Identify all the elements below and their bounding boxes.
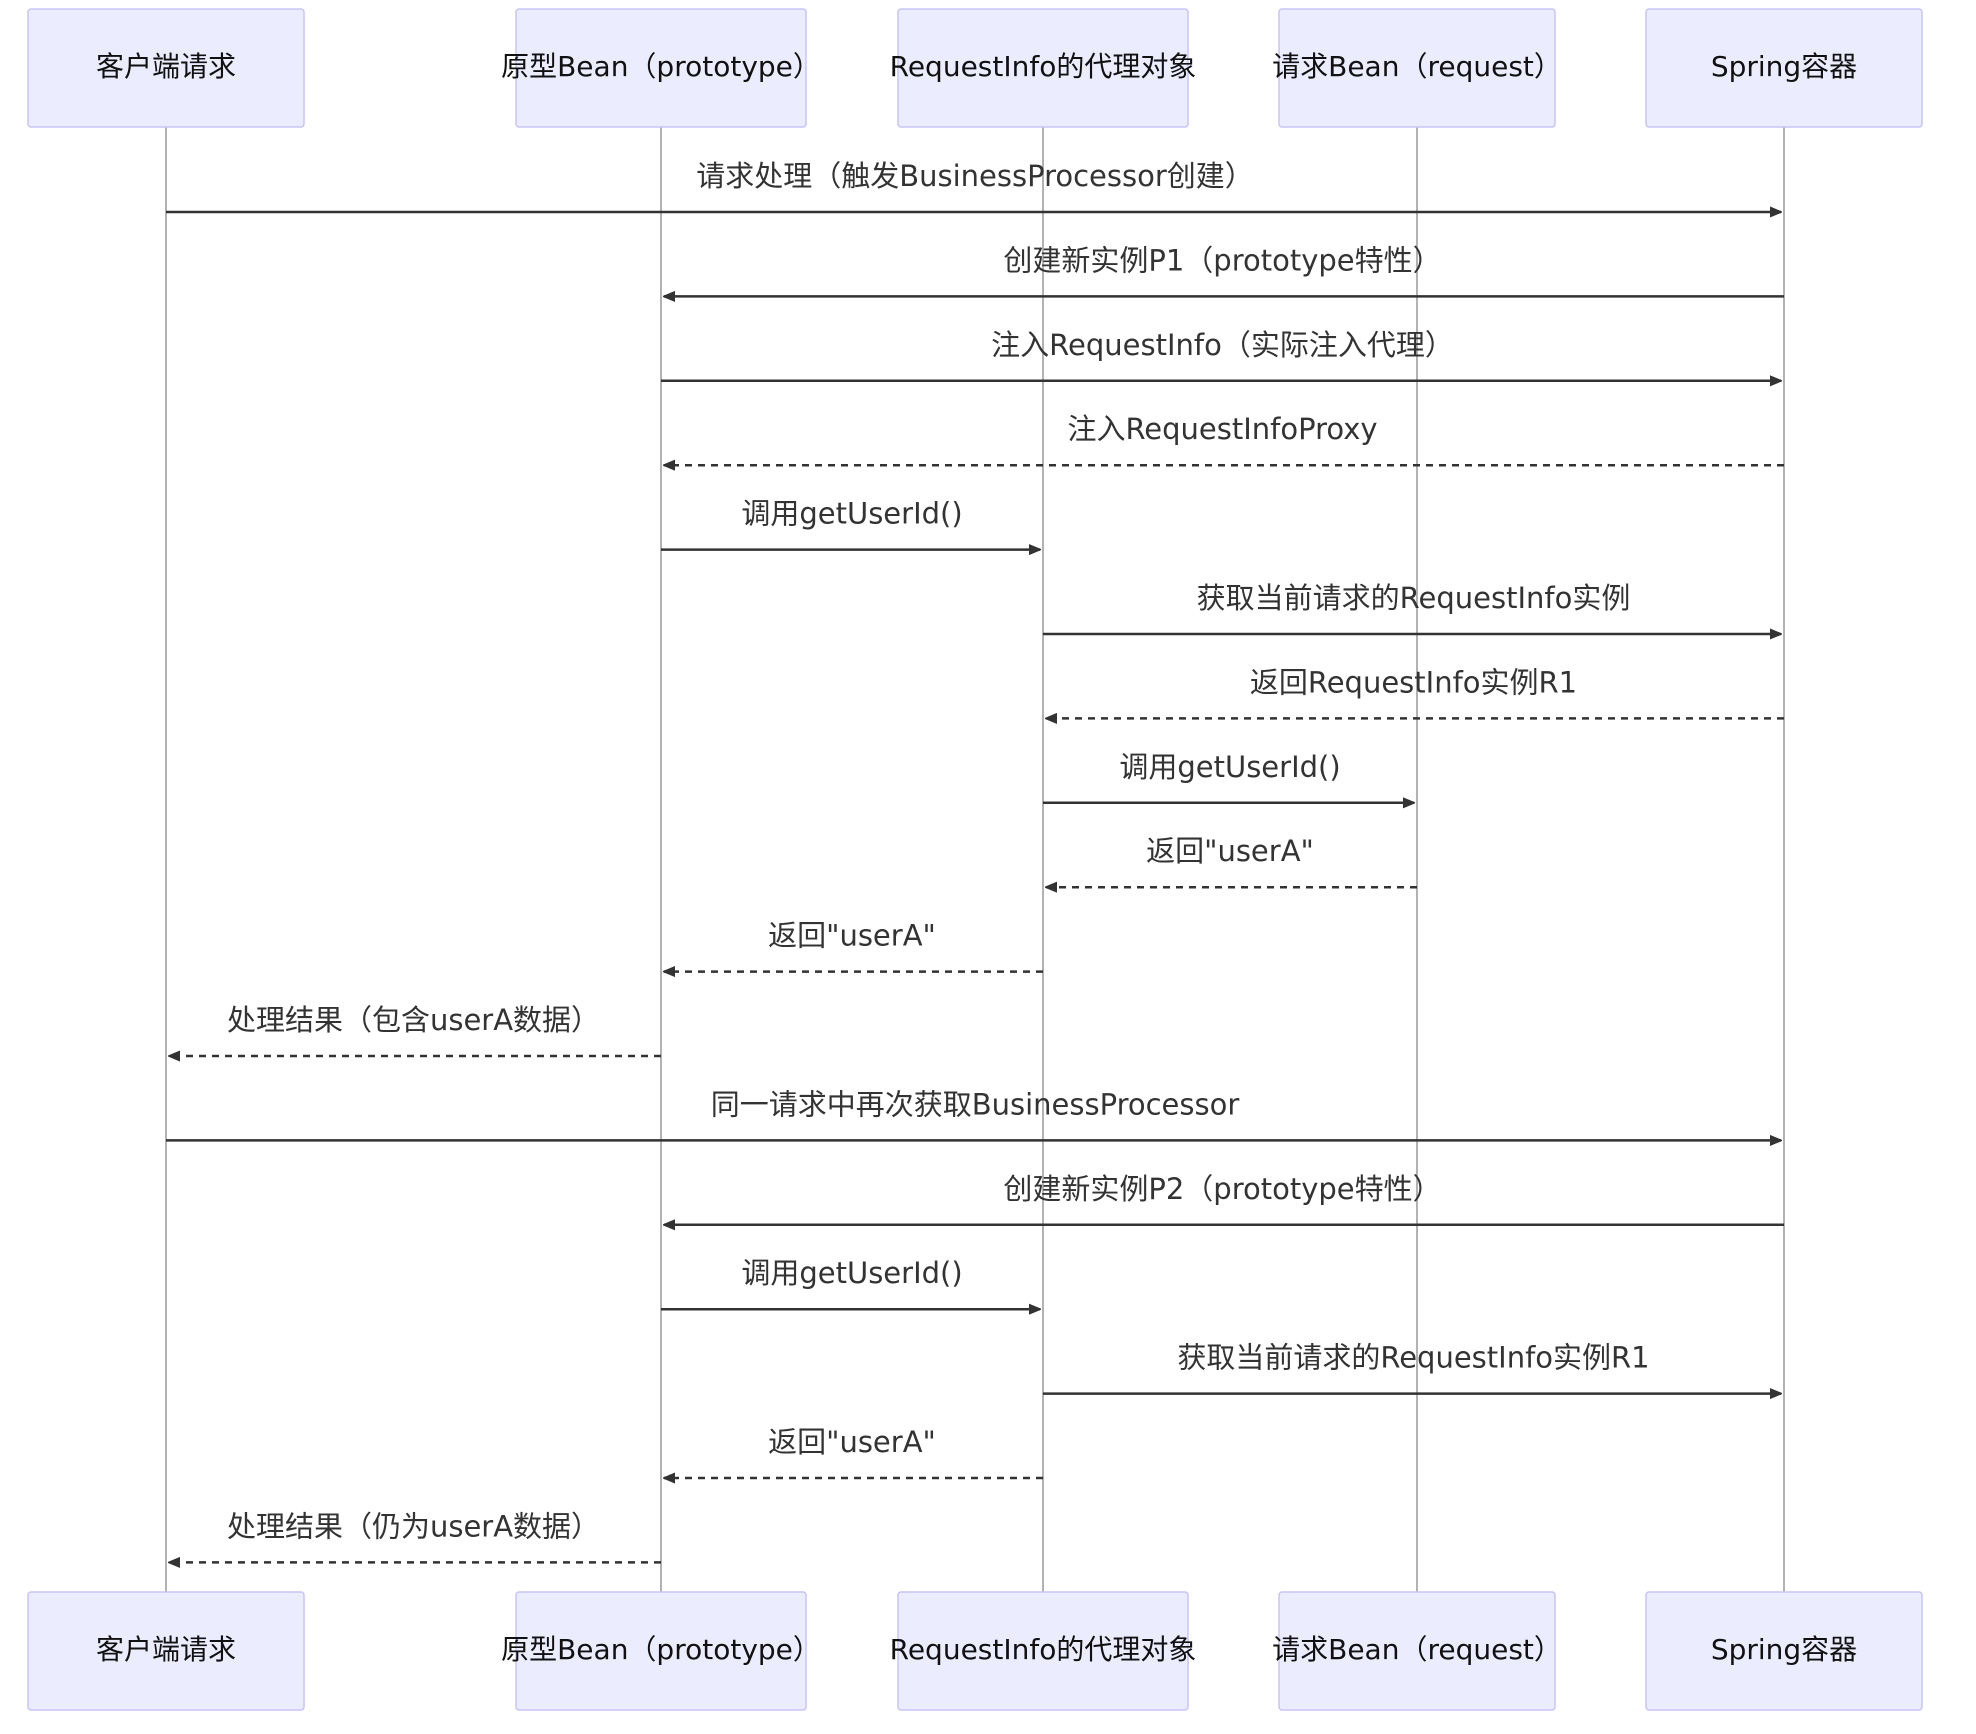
participant-box (515, 1591, 807, 1711)
participant-spring-top: Spring容器 (1645, 8, 1923, 128)
message-14: 调用getUserId() (661, 1256, 1040, 1309)
message-label: 注入RequestInfo（实际注入代理） (991, 328, 1454, 362)
message-label: 请求处理（触发BusinessProcessor创建） (696, 159, 1254, 193)
message-label: 返回"userA" (768, 919, 936, 953)
participant-label: RequestInfo的代理对象 (890, 50, 1197, 83)
message-6: 获取当前请求的RequestInfo实例 (1043, 581, 1781, 634)
participant-box (1645, 1591, 1923, 1711)
participant-box (27, 8, 305, 128)
participant-reqbean-bottom: 请求Bean（request） (1272, 1591, 1562, 1711)
message-label: 返回"userA" (1146, 834, 1314, 868)
participant-box (897, 8, 1189, 128)
participant-label: 请求Bean（request） (1272, 1633, 1562, 1666)
participant-label: 客户端请求 (96, 1633, 236, 1666)
message-5: 调用getUserId() (661, 497, 1040, 550)
participants-bottom: 客户端请求 原型Bean（prototype） RequestInfo的代理对象 请求… (27, 1591, 1923, 1711)
participant-spring-bottom: Spring容器 (1645, 1591, 1923, 1711)
message-7: 返回RequestInfo实例R1 (1046, 665, 1784, 718)
participants-top: 客户端请求 原型Bean（prototype） RequestInfo的代理对象 请求… (27, 8, 1923, 128)
message-11: 处理结果（包含userA数据） (169, 1003, 661, 1056)
message-label: 返回"userA" (768, 1425, 936, 1459)
message-label: 同一请求中再次获取BusinessProcessor (711, 1087, 1240, 1121)
messages: 请求处理（触发BusinessProcessor创建） 创建新实例P1（proto… (166, 159, 1784, 1562)
participant-label: 原型Bean（prototype） (501, 1633, 821, 1666)
message-label: 返回RequestInfo实例R1 (1250, 665, 1577, 699)
participant-label: RequestInfo的代理对象 (890, 1633, 1197, 1666)
message-17: 处理结果（仍为userA数据） (169, 1509, 661, 1562)
message-13: 创建新实例P2（prototype特性） (664, 1172, 1784, 1225)
participant-reqbean-top: 请求Bean（request） (1272, 8, 1562, 128)
message-8: 调用getUserId() (1043, 750, 1414, 803)
participant-label: 客户端请求 (96, 50, 236, 83)
participant-proto-bottom: 原型Bean（prototype） (501, 1591, 821, 1711)
message-label: 创建新实例P2（prototype特性） (1003, 1172, 1441, 1206)
participant-label: Spring容器 (1711, 50, 1857, 83)
participant-box (1278, 1591, 1556, 1711)
message-label: 获取当前请求的RequestInfo实例 (1197, 581, 1631, 615)
lifelines (165, 127, 1785, 1592)
message-label: 处理结果（包含userA数据） (227, 1003, 600, 1037)
message-label: 处理结果（仍为userA数据） (227, 1509, 600, 1543)
participant-client-top: 客户端请求 (27, 8, 305, 128)
participant-box (1645, 8, 1923, 128)
message-1: 请求处理（触发BusinessProcessor创建） (166, 159, 1781, 212)
message-15: 获取当前请求的RequestInfo实例R1 (1043, 1341, 1781, 1394)
message-label: 创建新实例P1（prototype特性） (1003, 243, 1441, 277)
participant-proxy-top: RequestInfo的代理对象 (890, 8, 1197, 128)
message-label: 获取当前请求的RequestInfo实例R1 (1177, 1341, 1649, 1375)
message-3: 注入RequestInfo（实际注入代理） (661, 328, 1781, 381)
participant-box (515, 8, 807, 128)
message-12: 同一请求中再次获取BusinessProcessor (166, 1087, 1781, 1140)
participant-proto-top: 原型Bean（prototype） (501, 8, 821, 128)
message-label: 调用getUserId() (741, 1256, 962, 1290)
participant-proxy-bottom: RequestInfo的代理对象 (890, 1591, 1197, 1711)
participant-label: Spring容器 (1711, 1633, 1857, 1666)
participant-client-bottom: 客户端请求 (27, 1591, 305, 1711)
message-10: 返回"userA" (664, 919, 1043, 972)
participant-box (27, 1591, 305, 1711)
participant-label: 请求Bean（request） (1272, 50, 1562, 83)
message-4: 注入RequestInfoProxy (664, 412, 1784, 465)
message-label: 注入RequestInfoProxy (1067, 412, 1377, 446)
message-9: 返回"userA" (1046, 834, 1417, 887)
message-label: 调用getUserId() (1119, 750, 1340, 784)
participant-box (897, 1591, 1189, 1711)
participant-label: 原型Bean（prototype） (501, 50, 821, 83)
message-16: 返回"userA" (664, 1425, 1043, 1478)
participant-box (1278, 8, 1556, 128)
message-label: 调用getUserId() (741, 497, 962, 531)
message-2: 创建新实例P1（prototype特性） (664, 243, 1784, 296)
